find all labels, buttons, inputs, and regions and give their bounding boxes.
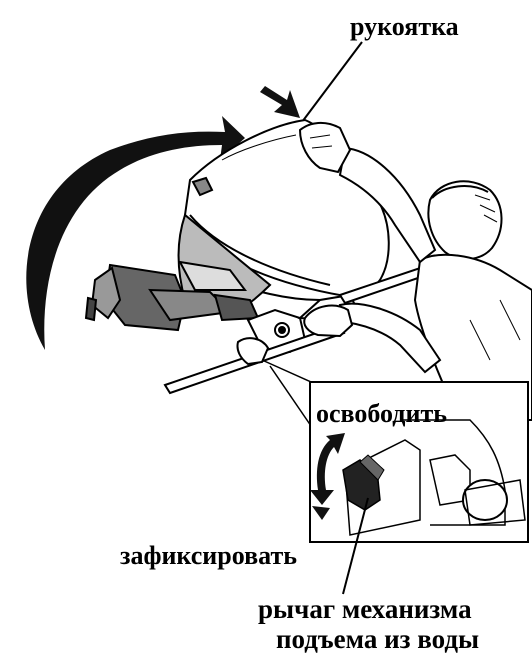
lock-label: зафиксировать: [120, 543, 297, 569]
handle-label: рукоятка: [350, 14, 459, 40]
release-label: освободить: [316, 401, 447, 427]
tilt-lever-label-line2: подъема из воды: [276, 626, 479, 653]
tilt-lever-label-line1: рычаг механизма: [258, 596, 472, 623]
handle-leader-line: [302, 42, 362, 122]
push-arrow-icon: [260, 86, 300, 118]
